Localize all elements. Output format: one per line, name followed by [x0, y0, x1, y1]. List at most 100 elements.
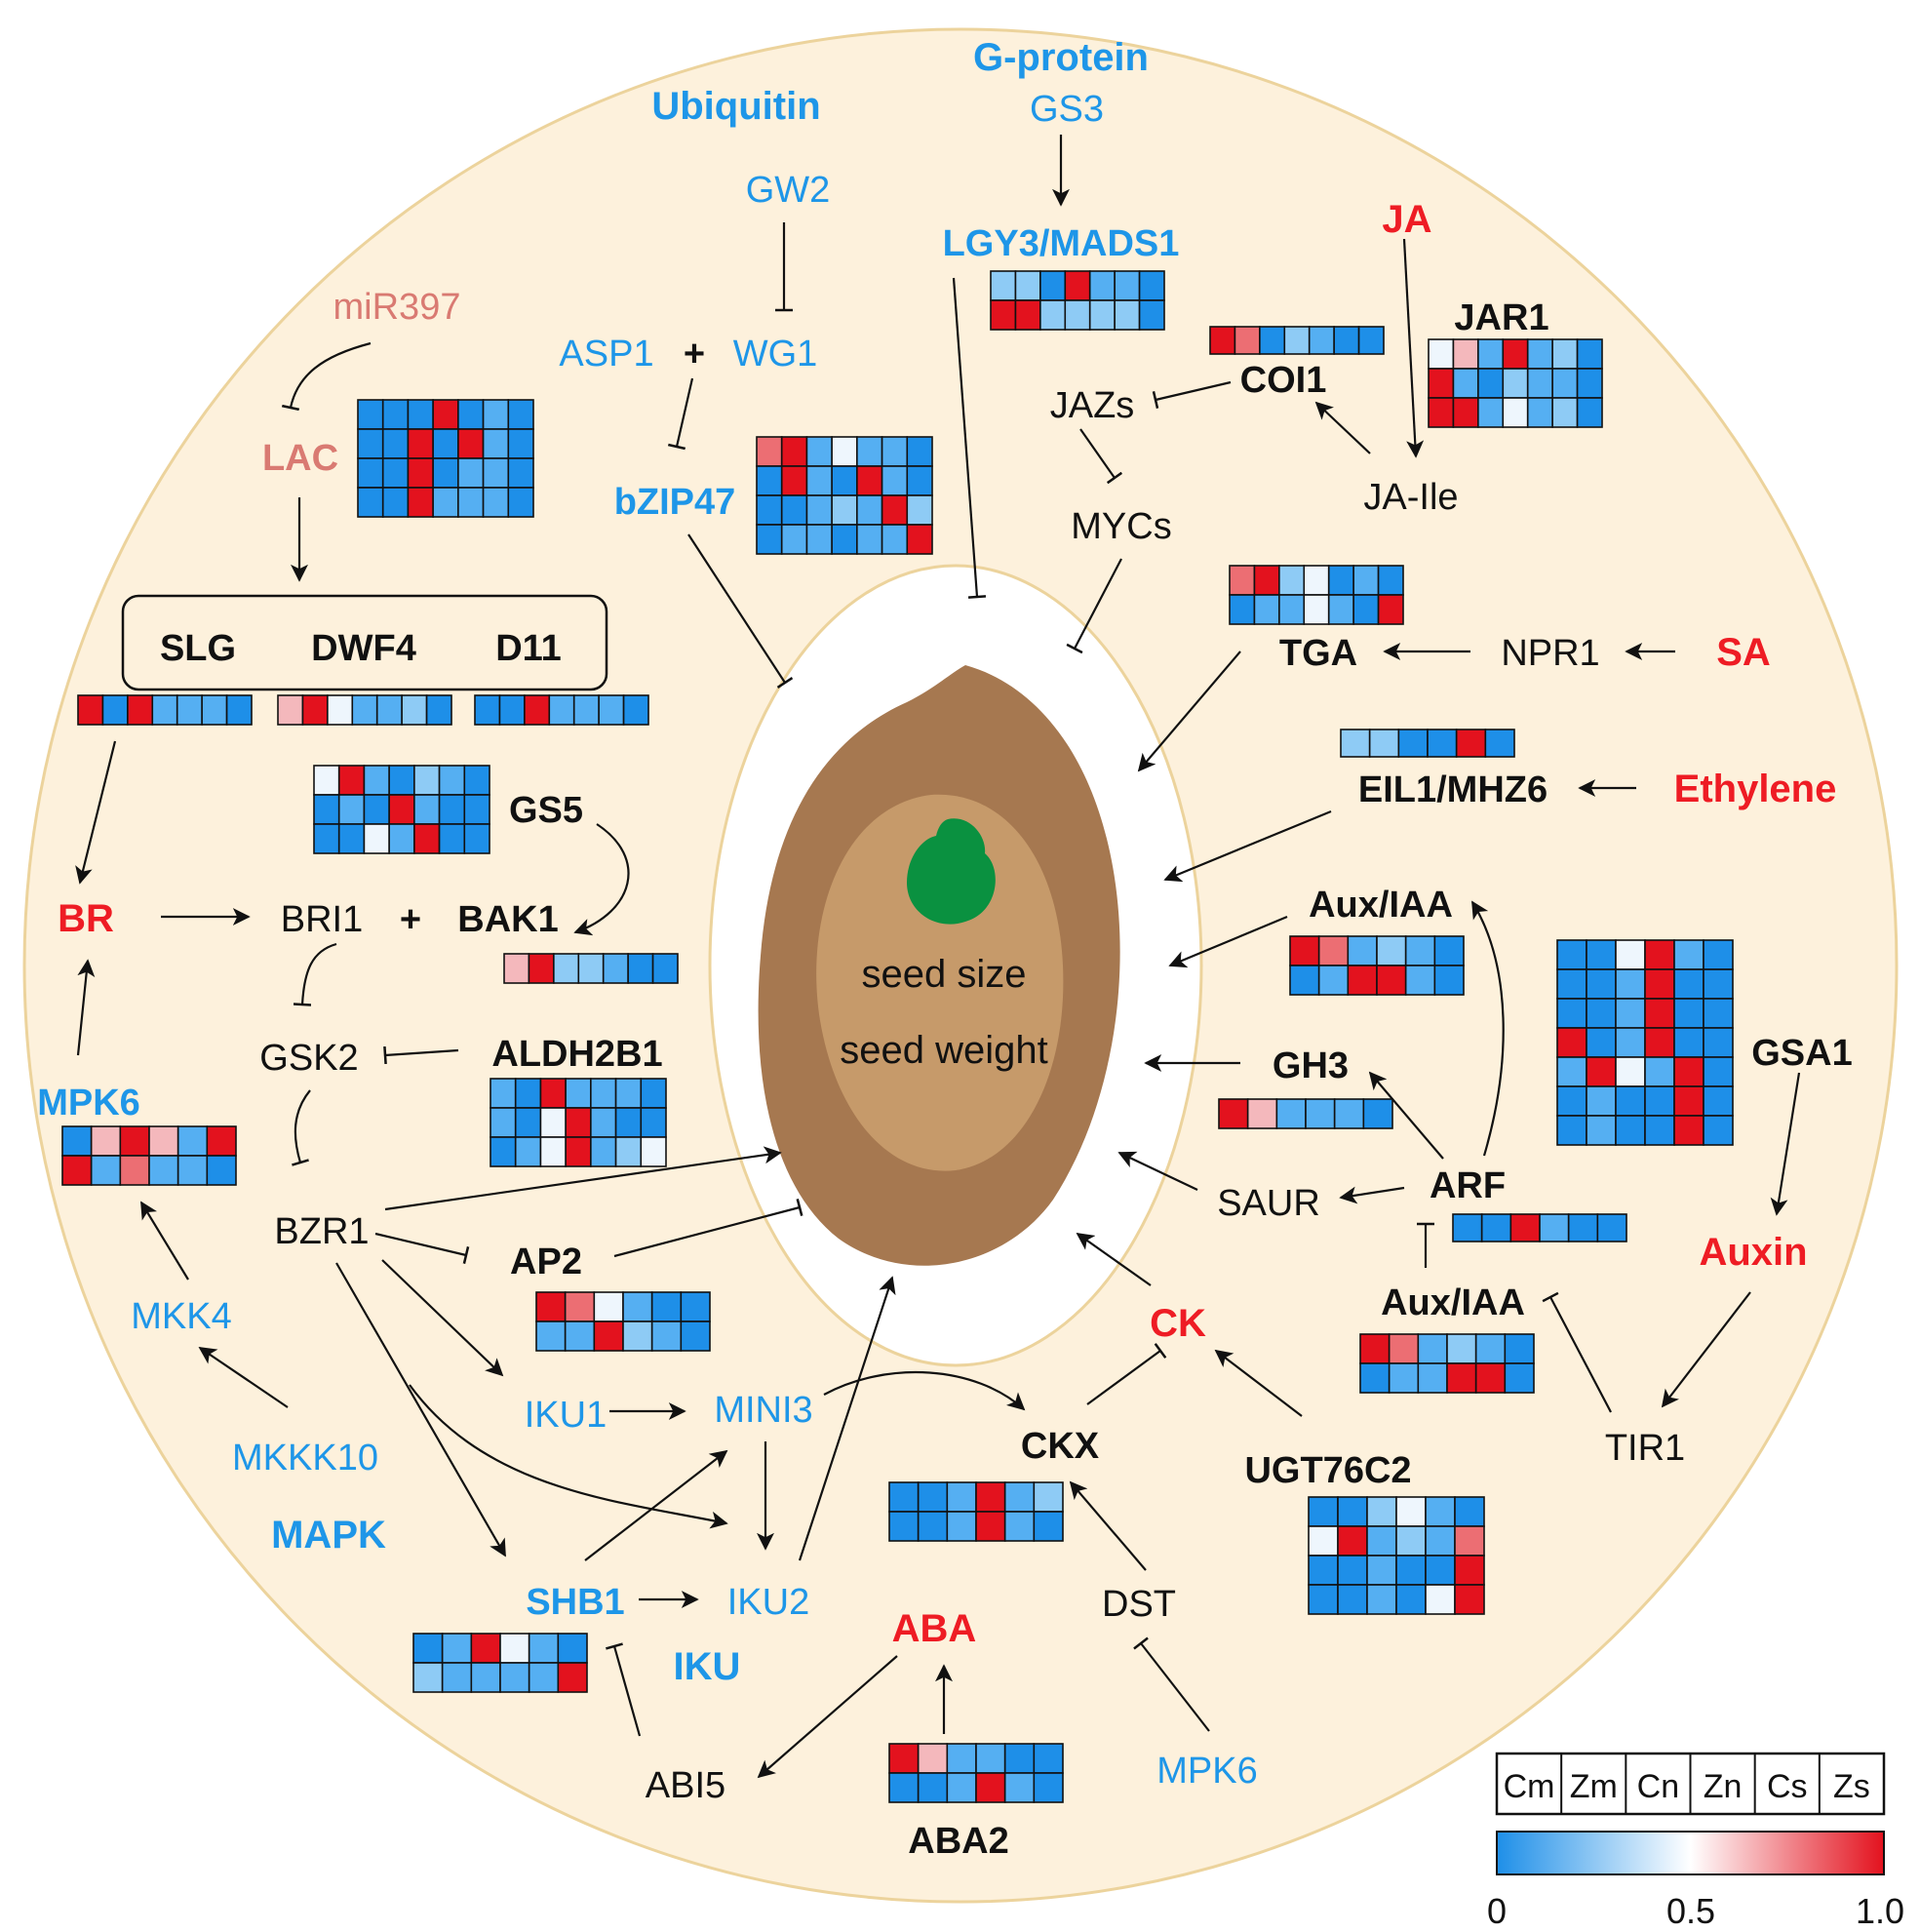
pathway-iku: IKU [674, 1645, 741, 1688]
heatmap-cell [1039, 270, 1067, 301]
heatmap-cell [351, 694, 378, 726]
heatmap-cell [524, 694, 551, 726]
heatmap-cell [1003, 1772, 1036, 1803]
gene-dwf4: DWF4 [311, 628, 416, 669]
embryo [907, 818, 996, 925]
heatmap-cell [1539, 1213, 1570, 1242]
heatmap-cell [1417, 1333, 1448, 1364]
heatmap-cell [61, 1125, 93, 1157]
heatmap-cell [640, 1136, 667, 1167]
heatmap-cell [1526, 397, 1553, 428]
heatmap-cell [1303, 594, 1330, 625]
heatmap-cell [805, 465, 833, 496]
heatmap-cell [650, 1291, 683, 1322]
heatmap-cell [1484, 729, 1515, 758]
heatmap-cell [917, 1743, 949, 1774]
heatmap-cell [805, 524, 833, 555]
heatmap-cell [1337, 1525, 1368, 1557]
gene-bri1: BRI1 [281, 899, 363, 940]
edge-saur-seed [1117, 1151, 1198, 1191]
heatmap-cell [1446, 1333, 1477, 1364]
heatmap-cell [1644, 939, 1675, 970]
heatmap-cell [1359, 1333, 1391, 1364]
heatmap-cell [1362, 1098, 1393, 1129]
hormone-sa: SA [1716, 631, 1771, 674]
heatmap-cell [856, 436, 883, 467]
edge-arf-saur [1339, 1186, 1405, 1204]
heatmap-cell [401, 694, 428, 726]
heatmap-cell [1327, 594, 1354, 625]
heatmap-cell [1397, 729, 1429, 758]
heatmap-cell [756, 494, 783, 526]
edge-bzr1-seed-up [384, 1146, 782, 1211]
heatmap-tga [1229, 565, 1404, 625]
edge-arf-auxiaa [1471, 900, 1505, 1157]
heatmap-cell [593, 1321, 624, 1352]
heatmap-cell [176, 1125, 209, 1157]
heatmap-cell [407, 487, 434, 518]
heatmap-jar1 [1428, 338, 1603, 428]
pathway-mapk: MAPK [271, 1514, 386, 1557]
heatmap-cell [1703, 1115, 1734, 1146]
heatmap-cell [1376, 965, 1407, 996]
heatmap-cell [1366, 1525, 1397, 1557]
legend-column-zs: Zs [1833, 1768, 1870, 1805]
heatmap-cell [412, 1633, 444, 1664]
heatmap-cell [357, 428, 384, 459]
heatmap-cell [881, 465, 909, 496]
heatmap-cell [148, 1155, 179, 1186]
heatmap-cell [906, 436, 933, 467]
legend-scale-min: 0 [1487, 1891, 1507, 1931]
heatmap-cell [1305, 1098, 1336, 1129]
heatmap-cell [388, 765, 415, 796]
edge-slg-br [75, 740, 117, 885]
heatmap-cell [1673, 998, 1704, 1029]
heatmap-cell [1703, 968, 1734, 1000]
heatmap-cell [1474, 1333, 1507, 1364]
heatmap-cell [1452, 397, 1479, 428]
heatmap-cell [482, 399, 510, 430]
heatmap-cell [463, 794, 490, 825]
heatmap-cell [1308, 1584, 1339, 1615]
heatmap-bak1 [503, 953, 679, 984]
heatmap-cell [1586, 1027, 1617, 1058]
heatmap-cell [1278, 565, 1306, 596]
heatmap-cell [1454, 1555, 1485, 1586]
edge-bzr1-iku1 [381, 1259, 504, 1377]
heatmap-cell [756, 465, 783, 496]
heatmap-cell [1340, 729, 1371, 758]
gene-eil1: EIL1/MHZ6 [1358, 769, 1548, 810]
gene-mpk6-bottom: MPK6 [1156, 1751, 1257, 1792]
heatmap-cell [1366, 1584, 1397, 1615]
gene-mkk4: MKK4 [131, 1296, 231, 1337]
heatmap-cell [528, 953, 555, 984]
heatmap-cell [805, 494, 833, 526]
gene-lgy3: LGY3/MADS1 [943, 223, 1180, 264]
heatmap-cell [1114, 270, 1141, 301]
edge-mini3-ckx [823, 1370, 1026, 1411]
heatmap-cell [975, 1511, 1006, 1542]
heatmap-cell [1615, 1027, 1646, 1058]
edge-bzr1-shb1 [335, 1262, 506, 1557]
gene-iku1: IKU1 [525, 1395, 607, 1436]
hormone-aba: ABA [892, 1607, 977, 1650]
heatmap-cell [127, 694, 154, 726]
heatmap-gsa1 [1556, 939, 1734, 1146]
heatmap-cell [1586, 1056, 1617, 1087]
heatmap-cell [1229, 594, 1256, 625]
edge-bri1-gsk2 [293, 942, 337, 1006]
heatmap-cell [470, 1662, 501, 1693]
heatmap-cell [1703, 1056, 1734, 1087]
gene-tga: TGA [1279, 633, 1357, 674]
edge-jazs-mycs [1079, 428, 1123, 485]
heatmap-cell [1477, 338, 1505, 370]
heatmap-cell [1033, 1743, 1064, 1774]
legend-column-zm: Zm [1570, 1768, 1618, 1805]
heatmap-cell [1283, 326, 1311, 355]
heatmap-cell [1259, 326, 1286, 355]
pathway-ubiquitin: Ubiquitin [651, 85, 820, 128]
heatmap-cell [206, 1125, 237, 1157]
gene-abi5: ABI5 [646, 1765, 725, 1806]
heatmap-cell [381, 428, 410, 459]
heatmap-cell [1229, 565, 1256, 596]
